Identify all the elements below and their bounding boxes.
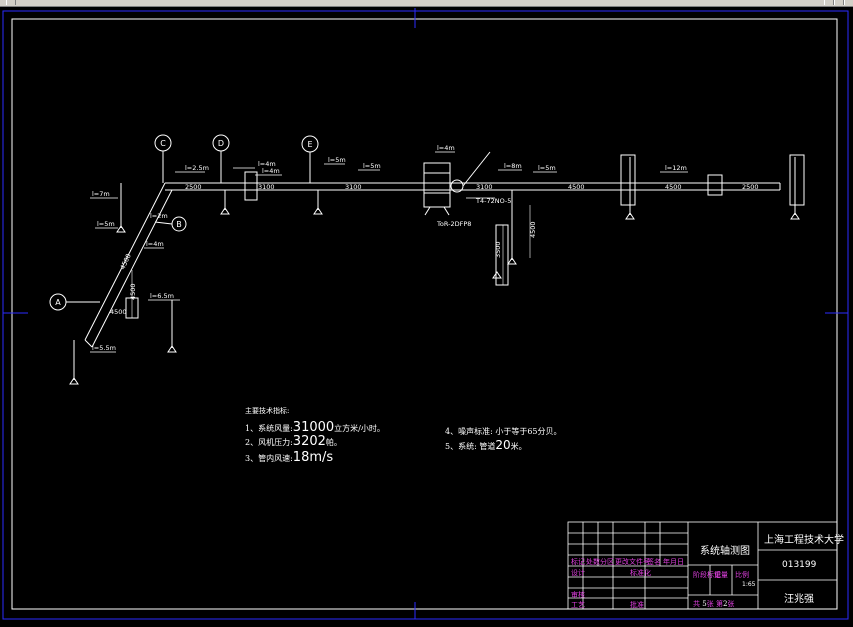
tb-stage: 阶段标记 <box>693 571 721 579</box>
dimension-lines <box>131 205 531 318</box>
axis-label-a: A <box>55 298 61 307</box>
diffusers <box>125 154 805 319</box>
label-len: l=6.5m <box>150 292 174 300</box>
label-len: l=8m <box>504 162 522 170</box>
note-2-prefix: 2、风机压力: <box>245 438 293 447</box>
note-1-value: 31000 <box>292 420 335 435</box>
label-len: l=4m <box>146 240 164 248</box>
note-4: 4、噪声标准: 小于等于65分贝。 <box>445 427 562 436</box>
tb-col-sign: 签名 <box>647 558 661 566</box>
label-len: l=5.5m <box>92 344 116 352</box>
note-5-unit: 米。 <box>510 442 527 451</box>
label-len: l=7m <box>92 190 110 198</box>
tb-sheet-unit: 张 <box>706 600 714 608</box>
tb-col-date: 年月日 <box>663 558 684 566</box>
note-5-prefix: 5、系统: 管道 <box>445 442 496 451</box>
leaders <box>90 151 688 353</box>
dim-text: 4500 <box>529 221 537 238</box>
label-len: l=5m <box>328 156 346 164</box>
tb-row-craft: 工艺 <box>571 601 585 609</box>
dim-text: 4500 <box>119 252 133 270</box>
dim-text: 4500 <box>110 308 127 316</box>
label-len: l=4m <box>437 144 455 152</box>
drawing-name: 系统轴测图 <box>700 546 750 557</box>
tb-row-approve: 批准 <box>630 601 644 609</box>
label-len: l=5m <box>363 162 381 170</box>
tb-col-count: 处数 <box>586 558 600 566</box>
title-block-grid <box>567 521 838 610</box>
tb-sheet-total-label: 共 <box>693 600 700 608</box>
note-1: 1、系统风量:31000立方米/小时。 <box>245 420 385 435</box>
note-2: 2、风机压力:3202帕。 <box>245 434 342 449</box>
sheet-outer-frame <box>2 10 849 620</box>
school-name: 上海工程技术大学 <box>764 535 844 546</box>
app-toolbar-strip <box>0 0 853 7</box>
tb-row-check: 审核 <box>571 591 585 599</box>
label-len: l=12m <box>665 164 687 172</box>
label-len: l=5m <box>97 220 115 228</box>
minimize-button[interactable] <box>824 0 834 5</box>
crosshair-ticks <box>3 8 848 619</box>
tb-scale: 1:65 <box>742 581 756 588</box>
tb-sheet-unit-2: 张 <box>727 600 735 608</box>
note-2-unit: 帕。 <box>325 438 342 447</box>
notes-heading: 主要技术指标: <box>245 407 290 415</box>
axis-label-e: E <box>307 140 312 149</box>
tb-sheet-num-label: 第 <box>715 600 723 608</box>
axis-bubbles <box>49 134 319 311</box>
close-button[interactable] <box>844 0 853 5</box>
tb-ratio: 比例 <box>735 571 749 579</box>
main-duct <box>165 182 781 191</box>
dim-text: 3100 <box>476 183 493 191</box>
sheet-inner-frame <box>11 18 838 610</box>
dim-text: 4500 <box>665 183 682 191</box>
tb-row-design: 设计 <box>571 569 585 577</box>
dim-text: 3500 <box>494 241 502 258</box>
tb-sheet-total: 5 <box>702 600 707 608</box>
note-1-prefix: 1、系统风量: <box>245 424 293 433</box>
tb-sheet-num: 2 <box>722 600 728 608</box>
note-3: 3、管内风速:18m/s <box>245 450 333 465</box>
box-label: ToR-2DFP8 <box>436 220 471 228</box>
note-3-prefix: 3、管内风速: <box>245 454 293 463</box>
designer-name: 汪兆强 <box>784 594 814 605</box>
fan-unit <box>423 151 491 216</box>
label-len: l=2.5m <box>185 164 209 172</box>
label-len: l=5m <box>538 164 556 172</box>
note-5-value: 20 <box>495 438 511 452</box>
dim-text: 4500 <box>568 183 585 191</box>
note-5: 5、系统: 管道20米。 <box>445 438 527 452</box>
dim-text: 3100 <box>345 183 362 191</box>
tb-weight: 重量 <box>714 571 728 579</box>
tb-sheets: 共 5张 第2张 <box>693 599 734 609</box>
tb-row-std: 标准化 <box>630 569 651 577</box>
note-1-unit: 立方米/小时。 <box>334 424 385 433</box>
ground-symbols <box>69 207 800 385</box>
duct-isometric-svg: C D E A B l=2.5m l=7m l=5m l=4m l=4m l=5 <box>2 8 849 620</box>
diagonal-duct <box>84 182 173 348</box>
note-2-value: 3202 <box>292 434 326 449</box>
restore-button[interactable] <box>834 0 844 5</box>
axis-label-d: D <box>218 139 224 148</box>
tb-col-doc: 更改文件号 <box>615 558 650 566</box>
label-len: l=4m <box>262 167 280 175</box>
fan-label: T4-72NO-5 <box>475 197 511 205</box>
drawing-number: 013199 <box>782 560 817 570</box>
label-len: l=4m <box>258 160 276 168</box>
tb-col-zone: 分区 <box>600 558 614 566</box>
tb-col-mark: 标记 <box>571 558 585 566</box>
cad-drawing-canvas[interactable]: C D E A B l=2.5m l=7m l=5m l=4m l=4m l=5 <box>0 6 853 623</box>
axis-label-c: C <box>160 139 166 148</box>
dim-text: 4500 <box>129 283 137 300</box>
axis-label-b: B <box>176 220 182 229</box>
dim-text: 2500 <box>742 183 759 191</box>
dim-text: 3100 <box>258 183 275 191</box>
label-len: l=2m <box>150 212 168 220</box>
toolbar-button[interactable] <box>6 0 16 5</box>
note-3-value: 18m/s <box>292 450 334 465</box>
dim-text: 2500 <box>185 183 202 191</box>
